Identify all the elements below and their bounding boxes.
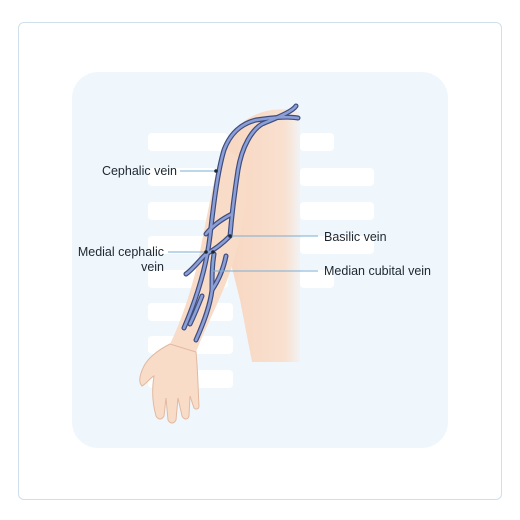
leader-median-cubital [212, 252, 318, 272]
dot-cephalic [214, 169, 218, 173]
dot-medial-cephalic [204, 250, 208, 254]
label-cephalic-vein: Cephalic vein [102, 164, 177, 178]
label-basilic-vein: Basilic vein [324, 230, 387, 244]
label-medial-cephalic-line1: Medial cephalic [78, 245, 164, 259]
dot-median-cubital [211, 250, 215, 254]
leader-lines [168, 170, 318, 272]
label-median-cubital-vein: Median cubital vein [324, 264, 431, 278]
anchor-dots [204, 169, 232, 254]
veins [181, 103, 301, 343]
dot-basilic [228, 234, 232, 238]
hand-skin [139, 343, 200, 424]
label-medial-cephalic-line2: vein [141, 260, 164, 274]
